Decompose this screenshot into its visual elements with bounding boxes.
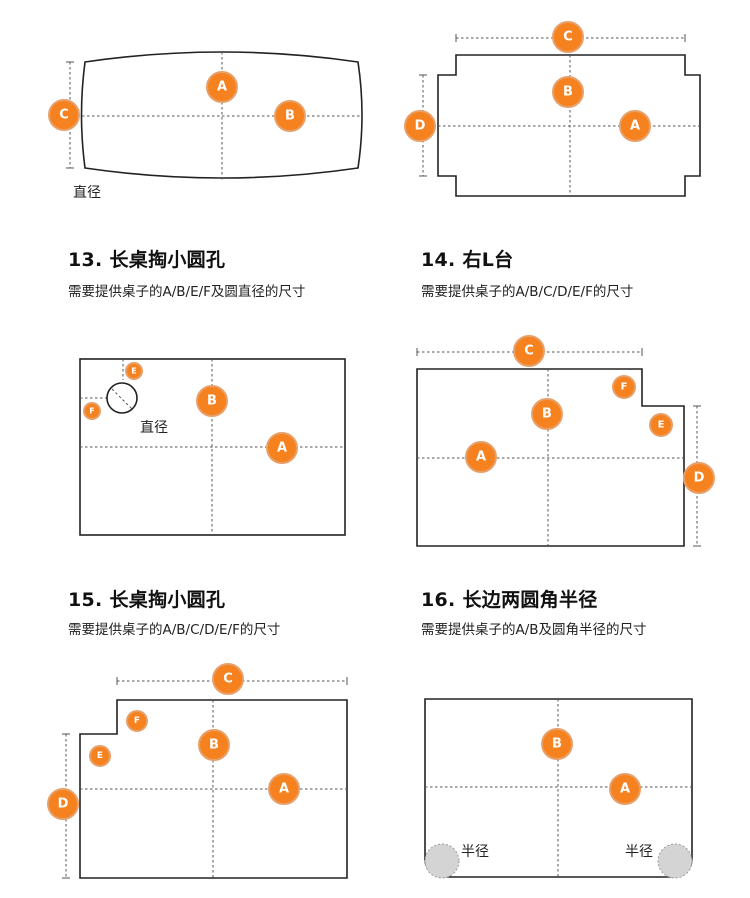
badge-e: E	[649, 413, 673, 437]
diagram-13-hole-table: E F B A 直径	[79, 358, 346, 536]
badge-a: A	[268, 773, 300, 805]
badge-c: C	[212, 663, 244, 695]
section-16-subtitle: 需要提供桌子的A/B及圆角半径的尺寸	[421, 622, 647, 638]
badge-b: B	[198, 729, 230, 761]
badge-d: D	[47, 788, 79, 820]
svg-text:D: D	[415, 119, 426, 134]
svg-text:A: A	[217, 80, 227, 95]
section-15-subtitle: 需要提供桌子的A/B/C/D/E/F的尺寸	[68, 622, 281, 638]
section-13-title: 13. 长桌掏小圆孔	[68, 249, 226, 271]
diagram-14-right-l: C F B E A D	[416, 335, 715, 547]
svg-text:E: E	[658, 420, 665, 431]
notched-table-outline	[437, 54, 701, 197]
svg-text:E: E	[97, 751, 103, 761]
hole-circle	[106, 382, 138, 414]
section-14-title: 14. 右L台	[421, 249, 514, 271]
corner-radius-left	[424, 843, 460, 879]
svg-text:B: B	[207, 394, 217, 409]
badge-b: B	[274, 100, 306, 132]
svg-text:B: B	[209, 738, 219, 753]
badge-b: B	[552, 76, 584, 108]
badge-b: B	[196, 385, 228, 417]
svg-text:D: D	[694, 471, 705, 486]
badge-c: C	[513, 335, 545, 367]
badge-f: F	[83, 402, 101, 420]
label-diameter: 直径	[140, 419, 168, 436]
svg-text:A: A	[277, 441, 287, 456]
section-14-subtitle: 需要提供桌子的A/B/C/D/E/F的尺寸	[421, 284, 634, 300]
svg-text:B: B	[542, 407, 552, 422]
label-radius-left: 半径	[461, 844, 489, 860]
badge-c: C	[48, 99, 80, 131]
badge-d: D	[404, 110, 436, 142]
diagram-curved-table: A B C 直径	[48, 51, 363, 201]
svg-text:F: F	[621, 382, 628, 393]
badge-a: A	[619, 110, 651, 142]
svg-text:A: A	[620, 782, 630, 797]
svg-text:A: A	[476, 450, 486, 465]
svg-text:C: C	[223, 672, 233, 687]
badge-b: B	[531, 398, 563, 430]
svg-text:A: A	[279, 782, 289, 797]
svg-text:A: A	[630, 119, 640, 134]
badge-f: F	[126, 710, 148, 732]
section-13-subtitle: 需要提供桌子的A/B/E/F及圆直径的尺寸	[68, 284, 306, 300]
diagram-15-left-l: C F B E A D	[47, 663, 348, 879]
badge-a: A	[465, 441, 497, 473]
svg-text:C: C	[59, 108, 69, 123]
badge-e: E	[125, 362, 143, 380]
badge-a: A	[609, 773, 641, 805]
badge-f: F	[612, 375, 636, 399]
section-15-title: 15. 长桌掏小圆孔	[68, 589, 226, 611]
badge-c: C	[552, 21, 584, 53]
curved-table-outline	[80, 51, 363, 179]
diagram-16-rounded-corners: B A 半径 半径	[424, 698, 693, 879]
table-14-outline	[416, 368, 685, 547]
svg-text:C: C	[563, 30, 573, 45]
badge-a: A	[206, 71, 238, 103]
svg-text:F: F	[134, 716, 140, 726]
badge-e: E	[89, 745, 111, 767]
svg-text:E: E	[131, 367, 136, 376]
diagram-notched-table: C B A D	[404, 21, 701, 197]
corner-radius-right	[657, 843, 693, 879]
svg-text:B: B	[552, 737, 562, 752]
svg-text:C: C	[524, 344, 534, 359]
label-radius-right: 半径	[625, 844, 653, 860]
label-diameter: 直径	[73, 184, 101, 201]
badge-b: B	[541, 728, 573, 760]
svg-text:D: D	[58, 797, 69, 812]
svg-text:F: F	[89, 407, 94, 416]
badge-a: A	[266, 432, 298, 464]
badge-d: D	[683, 462, 715, 494]
section-16-title: 16. 长边两圆角半径	[421, 589, 598, 611]
svg-text:B: B	[563, 85, 573, 100]
svg-text:B: B	[285, 109, 295, 124]
table-15-outline	[79, 699, 348, 879]
